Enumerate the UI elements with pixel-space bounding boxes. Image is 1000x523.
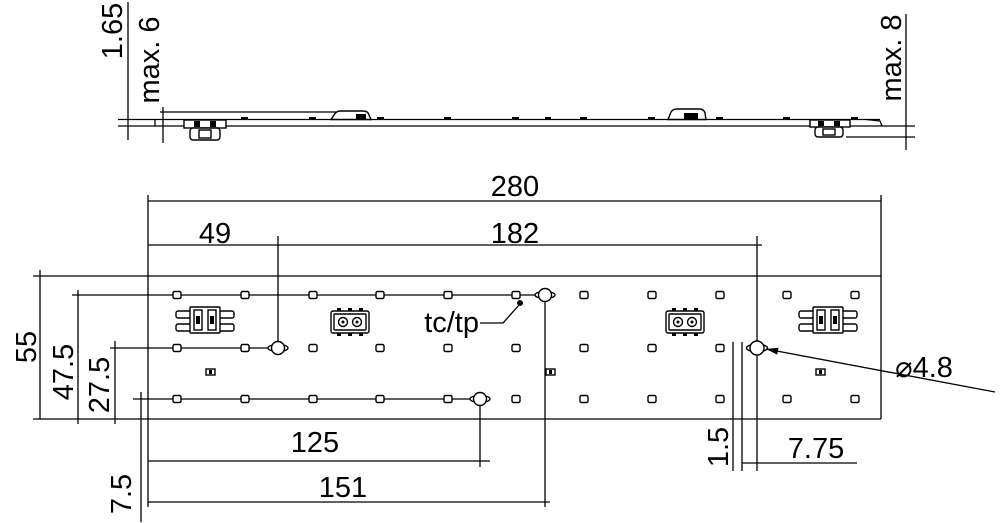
- led-row-middle: [172, 343, 725, 353]
- leader-line-tc-tp: [480, 304, 520, 324]
- led-row-bottom: [172, 394, 860, 404]
- label-tc-tp: tc/tp: [424, 307, 479, 339]
- resistor: [205, 368, 216, 376]
- led: [715, 394, 725, 404]
- chip-left: [330, 308, 370, 336]
- side-connector-right: [809, 119, 851, 138]
- side-led-mark: [545, 117, 551, 119]
- side-component-left: [329, 110, 373, 121]
- led: [172, 290, 182, 300]
- mounting-hole-right: [745, 340, 769, 356]
- mounting-hole-left: [267, 340, 289, 356]
- side-led-marks: [241, 117, 858, 120]
- led: [579, 394, 589, 404]
- dim-label-row-middle: 27.5: [84, 357, 116, 413]
- side-led-mark: [444, 117, 451, 120]
- chip-right: [665, 308, 705, 336]
- side-led-mark: [309, 117, 316, 120]
- resistor: [545, 368, 556, 376]
- led: [308, 343, 318, 353]
- dim-label-row-top: 47.5: [48, 344, 80, 400]
- led: [511, 290, 521, 300]
- side-led-mark: [783, 117, 790, 120]
- dim-label-thickness: 1.65: [97, 3, 129, 59]
- side-led-mark: [716, 117, 723, 120]
- led: [240, 290, 250, 300]
- led: [172, 343, 182, 353]
- led: [715, 343, 725, 353]
- led: [579, 343, 589, 353]
- led: [240, 394, 250, 404]
- tc-tp-point: [517, 300, 523, 306]
- led: [308, 290, 318, 300]
- resistors: [205, 368, 826, 376]
- dim-label-length: 280: [491, 171, 539, 203]
- side-component-right: [666, 108, 707, 121]
- side-led-mark: [241, 117, 248, 120]
- side-led-mark: [512, 117, 519, 120]
- mounting-hole-bottom: [469, 391, 491, 407]
- led: [308, 394, 318, 404]
- led: [647, 343, 657, 353]
- led: [782, 394, 792, 404]
- led: [647, 394, 657, 404]
- led: [715, 290, 725, 300]
- dim-label-hole-top-offset: 151: [319, 472, 367, 504]
- leader-line-hole-diameter: [765, 348, 996, 393]
- side-connector-left: [183, 119, 227, 141]
- plan-view: 280 49 182 55 47.5 27.5 7.5 125 151 1.5 …: [11, 171, 996, 522]
- led: [240, 343, 250, 353]
- dim-label-hole-left-offset: 49: [199, 218, 231, 250]
- led: [375, 290, 385, 300]
- led: [172, 394, 182, 404]
- side-led-mark: [648, 117, 655, 120]
- dim-label-max-left: max. 6: [134, 16, 166, 103]
- dim-label-row-bottom: 7.5: [106, 474, 138, 514]
- led: [782, 290, 792, 300]
- side-led-mark: [377, 117, 384, 120]
- side-view: 1.65 max. 6 max. 8: [97, 2, 915, 150]
- leader-arrowhead: [766, 347, 779, 355]
- resistor: [815, 368, 826, 376]
- side-board-right-end: [865, 118, 883, 127]
- connector-right: [798, 306, 858, 334]
- mounting-hole-top: [534, 287, 556, 303]
- dim-label-width: 55: [11, 331, 43, 363]
- led: [647, 290, 657, 300]
- dim-label-hole-spacing: 182: [491, 218, 539, 250]
- side-led-mark: [580, 117, 587, 120]
- dim-label-hole-diameter: ⌀4.8: [895, 352, 953, 384]
- led-row-top: [172, 290, 860, 300]
- led: [443, 343, 453, 353]
- dim-label-max-right: max. 8: [876, 14, 908, 101]
- dim-label-offset-right: 7.75: [788, 433, 844, 465]
- led: [850, 290, 860, 300]
- led: [375, 394, 385, 404]
- led: [850, 394, 860, 404]
- dim-label-hole-bottom-offset: 125: [291, 427, 339, 459]
- led: [443, 290, 453, 300]
- side-led-mark: [851, 117, 858, 120]
- led: [579, 290, 589, 300]
- connector-left: [175, 306, 235, 334]
- dim-label-offset-small: 1.5: [703, 427, 735, 467]
- led: [443, 394, 453, 404]
- led: [511, 343, 521, 353]
- led: [511, 394, 521, 404]
- led: [375, 343, 385, 353]
